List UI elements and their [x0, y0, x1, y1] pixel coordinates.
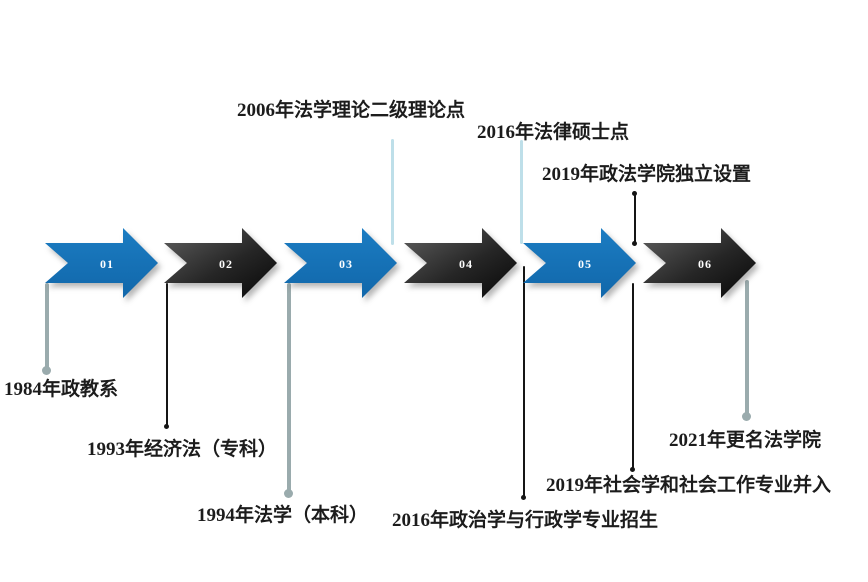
arrow-shape-blue: [45, 228, 158, 298]
connector-dot-2019-school-bottom: [632, 241, 637, 246]
arrow-shape-blue: [284, 228, 397, 298]
arrow-step-number: 04: [459, 257, 473, 271]
timeline-arrow-04: 04: [404, 228, 517, 298]
event-label-2019-school: 2019年政法学院独立设置: [542, 164, 752, 185]
timeline-arrow-02: 02: [164, 228, 277, 298]
connector-dot-2021: [742, 412, 751, 421]
arrow-shape-dark: [164, 228, 277, 298]
arrow-step-number: 06: [698, 257, 712, 271]
connector-line-2016-masters: [520, 140, 523, 244]
event-label-1993: 1993年经济法（专科）: [87, 439, 278, 460]
connector-line-2021: [745, 280, 749, 416]
connector-dot-2019-sociology: [630, 467, 635, 472]
connector-line-1994: [287, 283, 291, 493]
connector-line-1984: [45, 283, 49, 370]
connector-dot-1994: [284, 489, 293, 498]
connector-line-2019-sociology: [632, 283, 634, 469]
connector-dot-2019-school-top: [632, 191, 637, 196]
arrow-shape-dark: [404, 228, 517, 298]
arrow-step-number: 03: [339, 257, 353, 271]
connector-line-2016-politics: [523, 266, 525, 497]
event-label-2016-politics: 2016年政治学与行政学专业招生: [392, 510, 659, 531]
connector-dot-1984: [42, 366, 51, 375]
event-label-2019-sociology: 2019年社会学和社会工作专业并入: [546, 475, 832, 496]
timeline-arrow-01: 01: [45, 228, 158, 298]
connector-line-1993: [166, 283, 168, 426]
event-label-1994: 1994年法学（本科）: [197, 505, 369, 526]
arrow-shape-blue: [523, 228, 636, 298]
timeline-arrow-06: 06: [643, 228, 756, 298]
arrow-step-number: 02: [219, 257, 233, 271]
arrow-step-number: 05: [578, 257, 592, 271]
event-label-2016-masters: 2016年法律硕士点: [477, 122, 630, 143]
connector-dot-2016-politics: [521, 495, 526, 500]
connector-line-2019-school: [634, 193, 636, 243]
timeline-arrow-05: 05: [523, 228, 636, 298]
connector-dot-1993: [164, 424, 169, 429]
connector-line-2006: [391, 139, 394, 245]
arrow-shape-dark: [643, 228, 756, 298]
arrow-step-number: 01: [100, 257, 114, 271]
event-label-2021: 2021年更名法学院: [669, 430, 822, 451]
event-label-2006: 2006年法学理论二级理论点: [237, 100, 466, 121]
event-label-1984: 1984年政教系: [4, 379, 119, 400]
timeline-arrow-03: 03: [284, 228, 397, 298]
